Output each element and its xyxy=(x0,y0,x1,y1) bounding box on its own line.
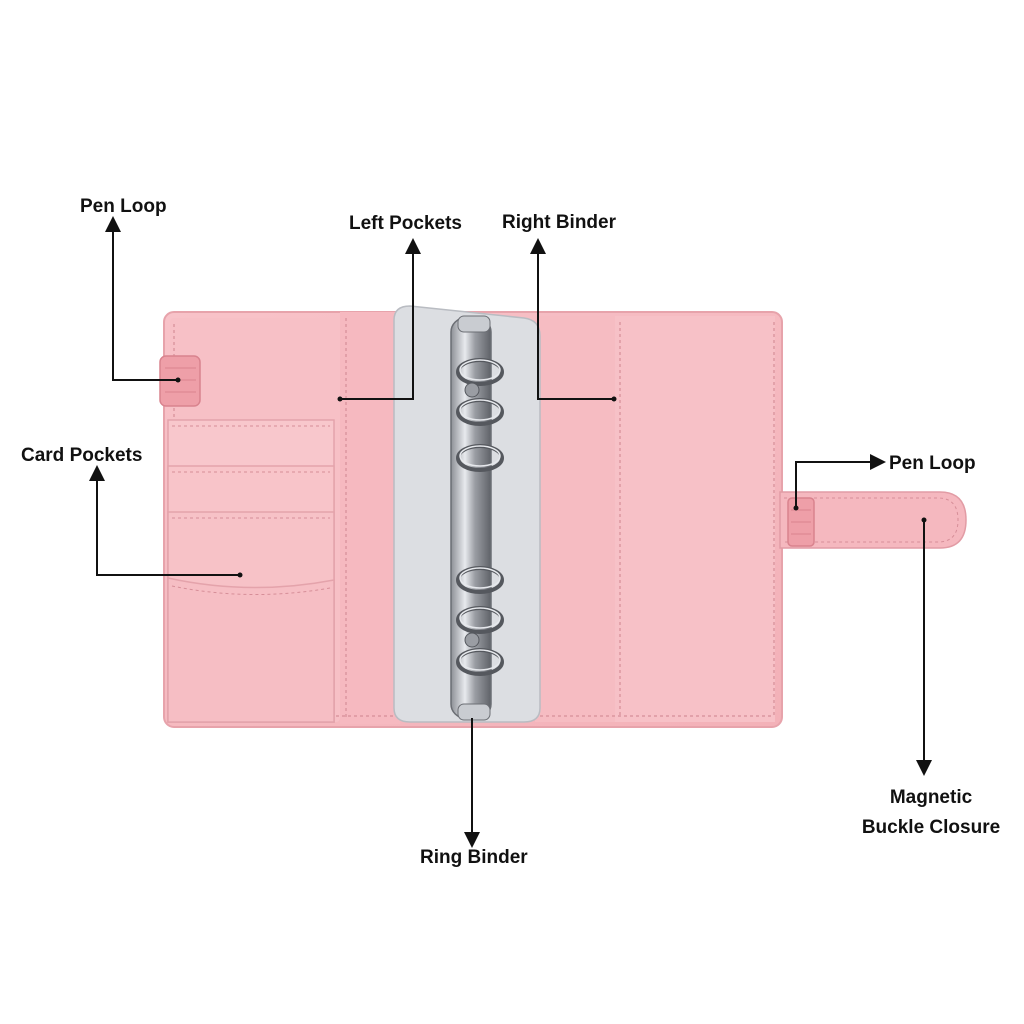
ring-highlights xyxy=(459,359,501,671)
right-inner-panel xyxy=(615,316,775,722)
leader-right-binder xyxy=(530,238,614,400)
ring-spine-cap-bottom xyxy=(457,703,491,721)
leader-pen-loop-right xyxy=(795,454,886,508)
left-pocket-panel xyxy=(340,312,400,724)
label-pen-loop-left: Pen Loop xyxy=(80,196,167,217)
label-magnetic-buckle-closure: Magnetic Buckle Closure xyxy=(853,786,1009,840)
label-pen-loop-right: Pen Loop xyxy=(889,453,976,474)
ring-buttons xyxy=(464,382,480,648)
pen-loop-right-texture xyxy=(791,509,811,535)
label-left-pockets: Left Pockets xyxy=(349,213,462,234)
leader-lines xyxy=(89,216,932,848)
leader-card-pockets xyxy=(89,465,240,576)
label-ring-binder: Ring Binder xyxy=(420,847,528,868)
label-magnetic-line1: Magnetic xyxy=(889,787,973,808)
card-pockets xyxy=(167,419,335,723)
strap-stitching xyxy=(784,497,959,543)
label-card-pockets: Card Pockets xyxy=(21,445,143,466)
leader-left-pockets xyxy=(340,238,421,400)
label-right-binder: Right Binder xyxy=(502,212,616,233)
label-magnetic-line2: Buckle Closure xyxy=(861,816,1001,838)
leader-pen-loop-left xyxy=(105,216,178,381)
leader-anchor-dots xyxy=(175,377,927,578)
right-pocket-panel xyxy=(535,316,615,722)
ring-spine-cap-top xyxy=(457,315,491,333)
magnetic-buckle-strap xyxy=(779,491,967,549)
